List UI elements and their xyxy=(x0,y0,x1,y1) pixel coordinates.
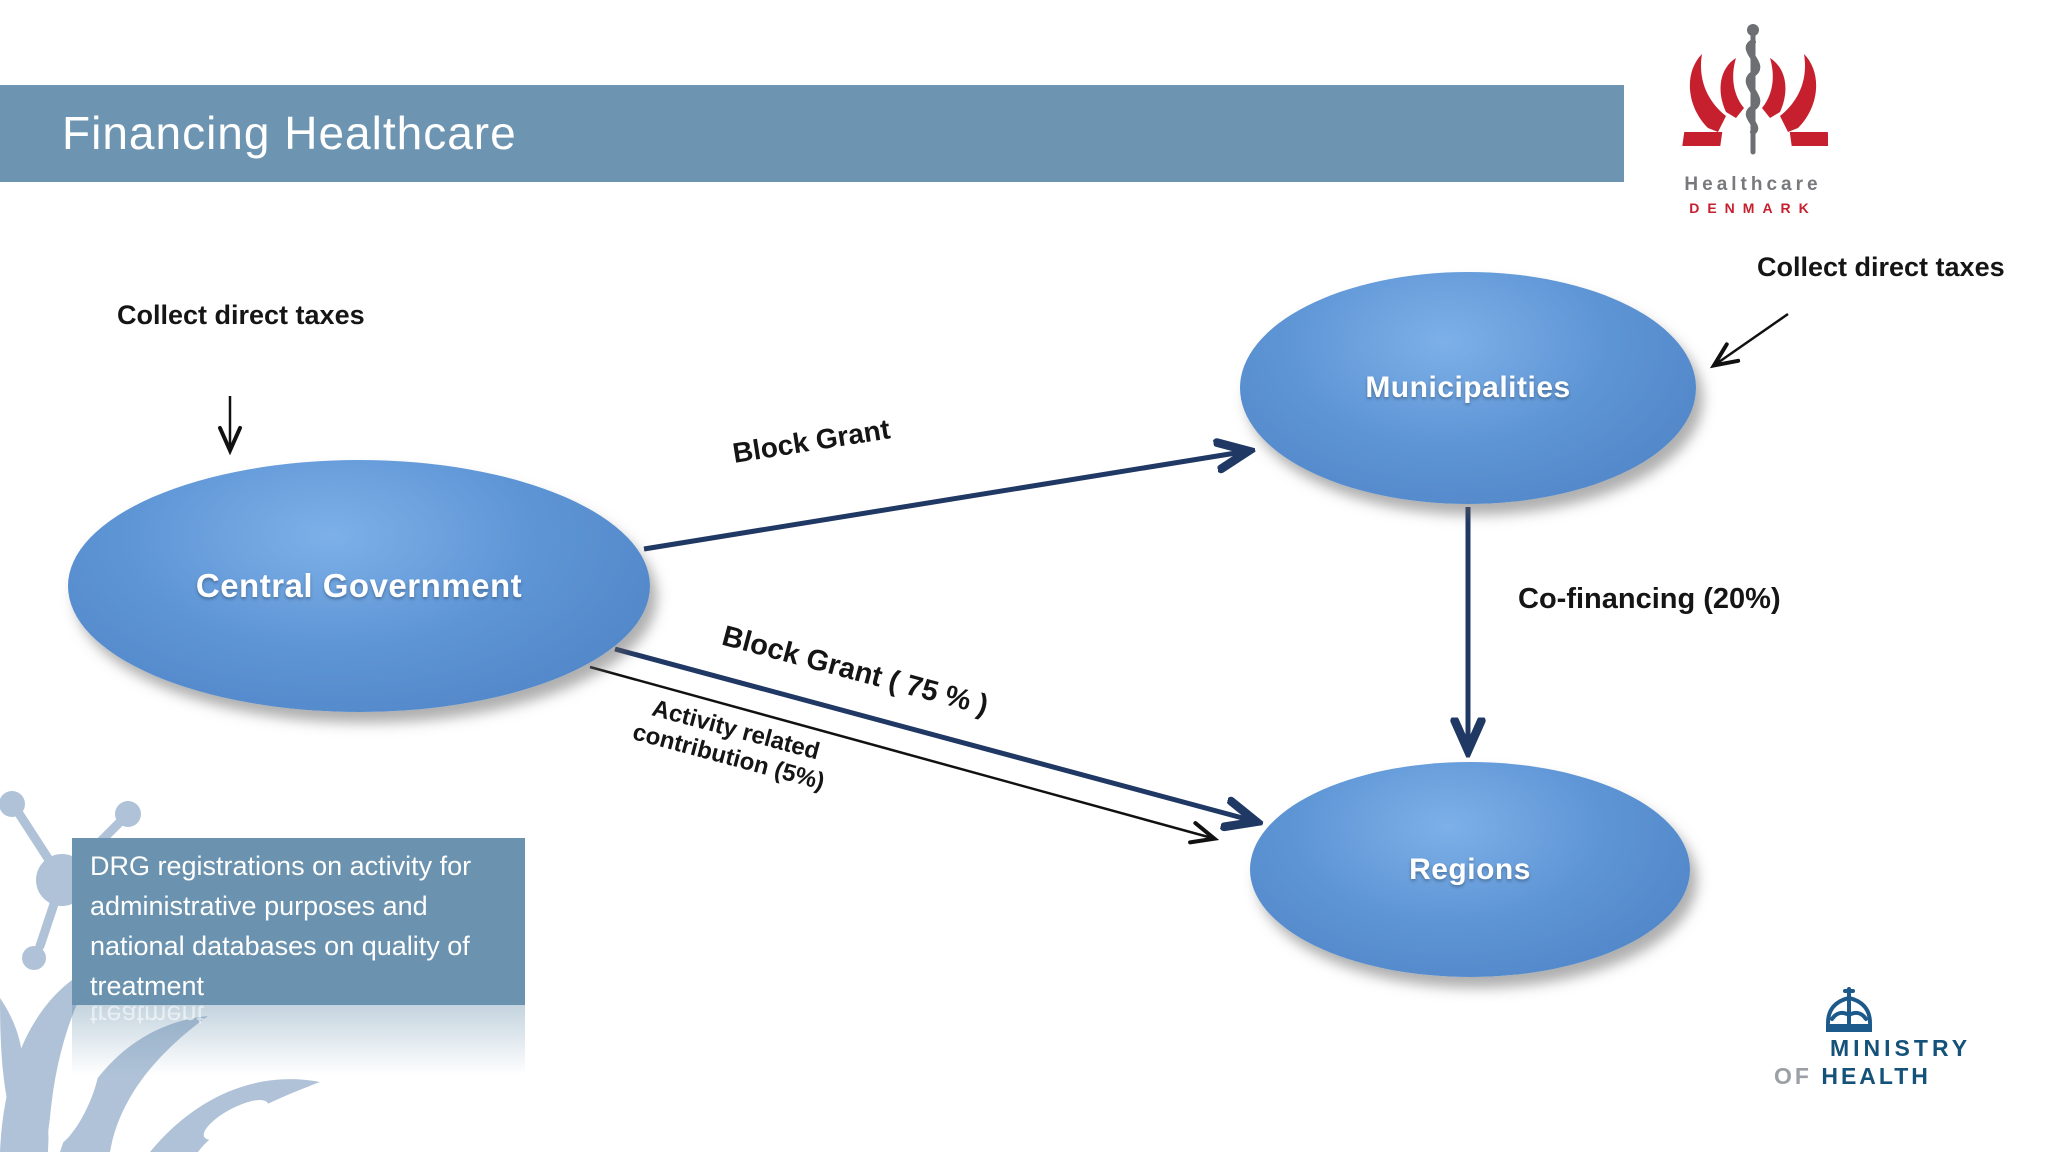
page-title: Financing Healthcare xyxy=(62,107,517,159)
note-box-reflection: treatment xyxy=(72,1005,525,1075)
node-label: Municipalities xyxy=(1365,371,1571,404)
health-text: HEALTH xyxy=(1821,1063,1931,1089)
decorative-flourish xyxy=(0,791,320,1152)
note-line: treatment xyxy=(90,971,205,1001)
collect-taxes-right-arrow xyxy=(1709,312,1789,369)
node-label: Regions xyxy=(1409,852,1531,886)
ministry-crown-icon xyxy=(1826,987,1872,1032)
ministry-of-health-logo: MINISTRY OF HEALTH xyxy=(1770,985,2010,1095)
healthcare-denmark-wordmark: Healthcare xyxy=(1684,174,1822,195)
co-financing-label: Co-financing (20%) xyxy=(1518,583,1781,615)
node-regions: Regions xyxy=(1250,762,1690,977)
crown-caduceus-icon xyxy=(1682,24,1828,155)
collect-taxes-left-label: Collect direct taxes xyxy=(117,300,365,330)
ministry-wordmark: MINISTRY xyxy=(1830,1035,1972,1061)
title-band: Financing Healthcare xyxy=(0,85,1624,182)
block-grant-arrow xyxy=(643,452,1242,552)
activity-contribution-arrow xyxy=(589,665,1220,845)
note-line: administrative purposes and xyxy=(90,891,428,921)
node-central-government: Central Government xyxy=(68,460,650,712)
healthcare-denmark-logo: Healthcare DENMARK xyxy=(1628,20,1878,235)
node-label: Central Government xyxy=(195,567,523,604)
of-text: OF xyxy=(1774,1063,1812,1089)
block-grant-75-arrow xyxy=(614,646,1250,820)
note-line: DRG registrations on activity for xyxy=(90,851,472,881)
drg-note-box: DRG registrations on activity for admini… xyxy=(72,838,525,1005)
of-health-wordmark: OF HEALTH xyxy=(1774,1063,1931,1090)
denmark-wordmark: DENMARK xyxy=(1689,200,1817,216)
note-line: national databases on quality of xyxy=(90,931,470,961)
collect-taxes-right-label: Collect direct taxes xyxy=(1757,252,2005,282)
note-reflection-text: treatment xyxy=(90,1005,205,1030)
node-municipalities: Municipalities xyxy=(1240,272,1696,504)
